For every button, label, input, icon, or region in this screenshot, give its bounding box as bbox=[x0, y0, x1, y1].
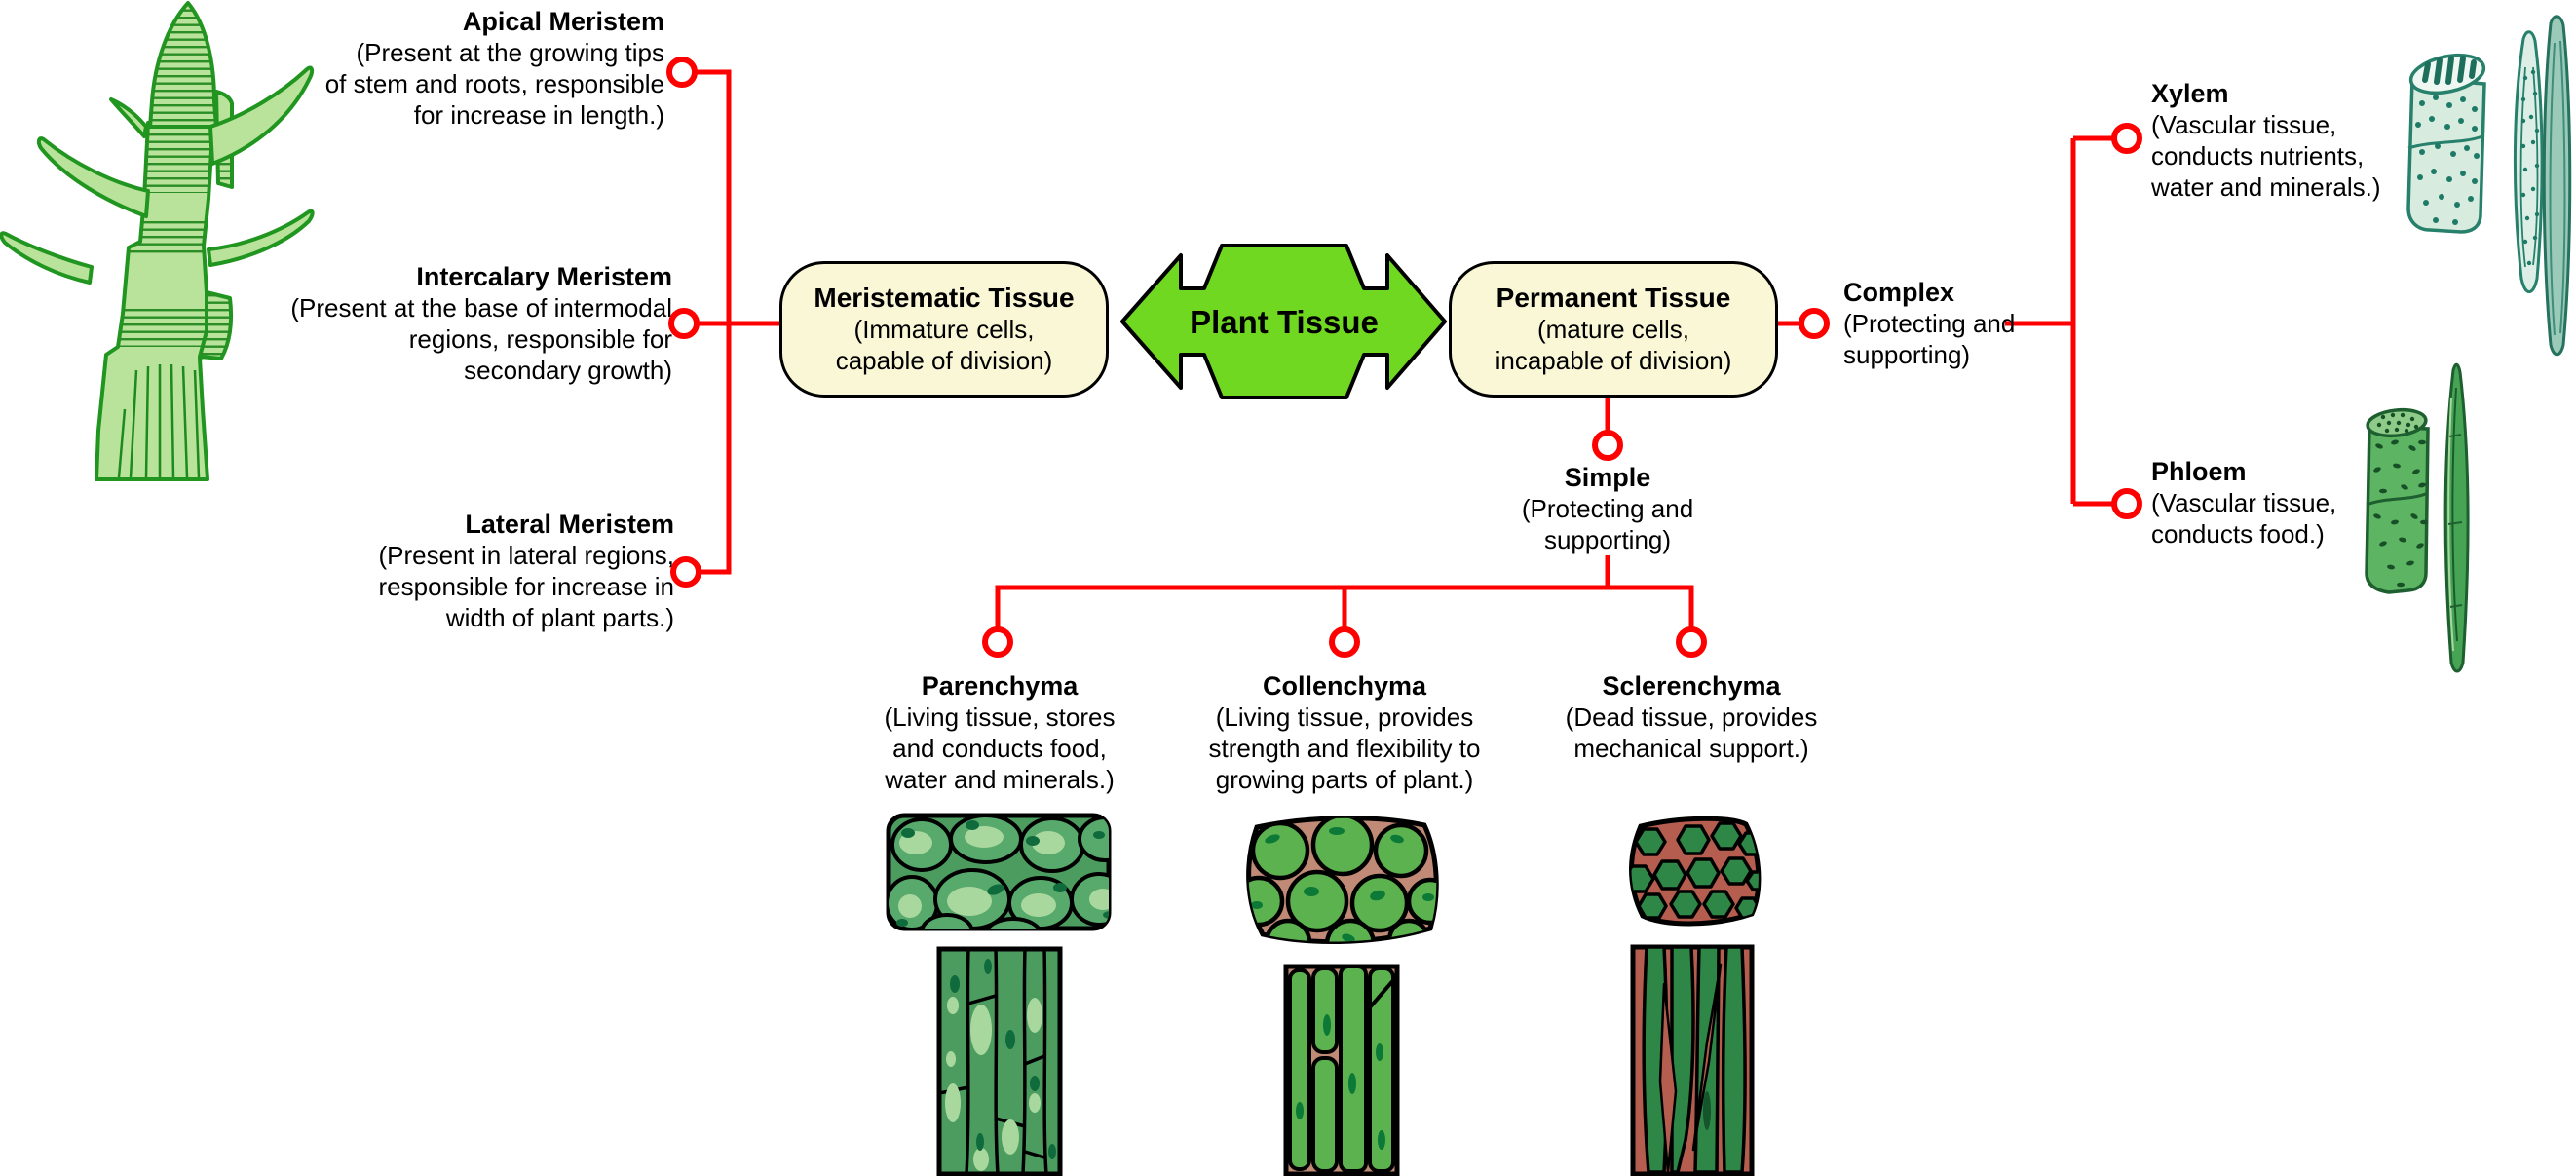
xylem-description: (Vascular tissue, conducts nutrients, wa… bbox=[2151, 110, 2381, 202]
sclerenchyma-longitudinal-illustration bbox=[1630, 944, 1755, 1176]
sclerenchyma-title: Sclerenchyma bbox=[1602, 671, 1781, 701]
permanent-tissue-title: Permanent Tissue bbox=[1496, 283, 1731, 313]
xylem-vessel-illustration bbox=[2406, 15, 2572, 357]
label-parenchyma: Parenchyma (Living tissue, stores and co… bbox=[874, 670, 1125, 795]
label-phloem: Phloem (Vascular tissue, conducts food.) bbox=[2151, 456, 2424, 550]
simple-title: Simple bbox=[1564, 463, 1651, 492]
meristematic-tissue-box: Meristematic Tissue (Immature cells, cap… bbox=[779, 261, 1109, 398]
collenchyma-longitudinal-illustration bbox=[1283, 964, 1400, 1176]
label-collenchyma: Collenchyma (Living tissue, provides str… bbox=[1204, 670, 1485, 795]
permanent-tissue-subtitle: (mature cells, incapable of division) bbox=[1495, 315, 1732, 375]
collenchyma-description: (Living tissue, provides strength and fl… bbox=[1208, 702, 1481, 794]
plant-tissue-title: Plant Tissue bbox=[1190, 304, 1379, 340]
meristematic-tissue-title: Meristematic Tissue bbox=[814, 283, 1075, 313]
label-lateral-meristem: Lateral Meristem (Present in lateral reg… bbox=[292, 509, 675, 633]
label-simple: Simple (Protecting and supporting) bbox=[1505, 462, 1710, 555]
plant-tissue-arrow bbox=[1120, 244, 1447, 399]
label-apical-meristem: Apical Meristem (Present at the growing … bbox=[273, 6, 664, 131]
permanent-tissue-box: Permanent Tissue (mature cells, incapabl… bbox=[1449, 261, 1778, 398]
lateral-meristem-description: (Present in lateral regions, responsible… bbox=[378, 541, 675, 632]
phloem-sieve-tube-illustration bbox=[2365, 362, 2470, 673]
label-sclerenchyma: Sclerenchyma (Dead tissue, provides mech… bbox=[1555, 670, 1828, 764]
complex-description: (Protecting and supporting) bbox=[1843, 309, 2016, 369]
label-xylem: Xylem (Vascular tissue, conducts nutrien… bbox=[2151, 78, 2424, 203]
sclerenchyma-cross-section-illustration bbox=[1629, 816, 1762, 927]
phloem-title: Phloem bbox=[2151, 457, 2247, 486]
parenchyma-title: Parenchyma bbox=[921, 671, 1079, 701]
parenchyma-longitudinal-illustration bbox=[936, 946, 1063, 1176]
apical-meristem-description: (Present at the growing tips of stem and… bbox=[324, 38, 664, 130]
collenchyma-cross-section-illustration bbox=[1246, 816, 1439, 945]
intercalary-meristem-description: (Present at the base of intermodal regio… bbox=[290, 293, 672, 385]
simple-description: (Protecting and supporting) bbox=[1521, 494, 1694, 554]
intercalary-meristem-title: Intercalary Meristem bbox=[416, 262, 672, 291]
collenchyma-title: Collenchyma bbox=[1262, 671, 1427, 701]
xylem-title: Xylem bbox=[2151, 79, 2229, 108]
connector-lines bbox=[666, 57, 2142, 658]
parenchyma-description: (Living tissue, stores and conducts food… bbox=[884, 702, 1116, 794]
label-intercalary-meristem: Intercalary Meristem (Present at the bas… bbox=[263, 261, 672, 386]
plant-shoot-illustration bbox=[0, 1, 315, 481]
meristematic-tissue-subtitle: (Immature cells, capable of division) bbox=[835, 315, 1053, 375]
apical-meristem-title: Apical Meristem bbox=[462, 7, 664, 36]
sclerenchyma-description: (Dead tissue, provides mechanical suppor… bbox=[1565, 702, 1818, 763]
parenchyma-cross-section-illustration bbox=[886, 813, 1112, 931]
lateral-meristem-title: Lateral Meristem bbox=[465, 510, 674, 539]
complex-title: Complex bbox=[1843, 278, 1955, 307]
phloem-description: (Vascular tissue, conducts food.) bbox=[2151, 488, 2337, 549]
label-complex: Complex (Protecting and supporting) bbox=[1843, 277, 2058, 370]
